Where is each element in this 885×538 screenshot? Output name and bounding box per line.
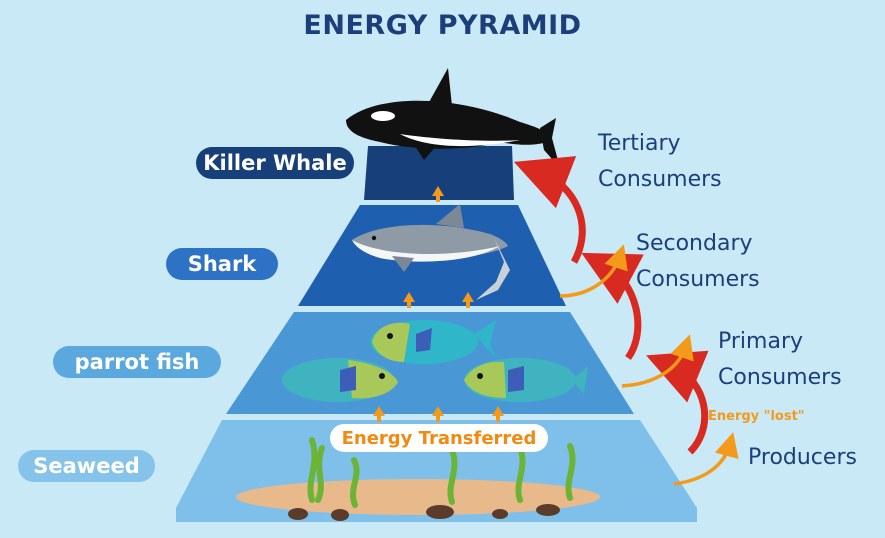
energy-lost-arcs — [559, 244, 739, 486]
pyramid-tier-top — [364, 146, 514, 200]
seaweed-label: Seaweed — [18, 450, 155, 482]
tertiary-line-1: Tertiary — [598, 131, 681, 156]
energy-transfer-arcs — [513, 156, 709, 455]
energy-lost-label: Energy "lost" — [708, 409, 805, 424]
rocks — [288, 504, 560, 521]
primary-line-1: Primary — [718, 329, 804, 354]
parrot-fish-left — [282, 358, 398, 402]
energy-flow-arrows — [373, 186, 504, 422]
diagram-title: ENERGY PYRAMID — [303, 10, 582, 41]
secondary-consumers-label: Secondary Consumers — [636, 226, 760, 298]
tertiary-line-2: Consumers — [598, 167, 722, 192]
primary-line-2: Consumers — [718, 365, 842, 390]
sea-floor — [236, 479, 600, 515]
tertiary-consumers-label: Tertiary Consumers — [598, 126, 722, 198]
shark-icon — [352, 204, 510, 300]
producers-label: Producers — [748, 445, 857, 470]
energy-transferred-label: Energy Transferred — [330, 424, 548, 452]
primary-consumers-label: Primary Consumers — [718, 324, 842, 396]
parrot-fish-top — [370, 320, 496, 364]
killer-whale-icon — [346, 68, 560, 168]
killer-whale-label: Killer Whale — [196, 147, 354, 179]
parrot-fish-label: parrot fish — [53, 346, 221, 378]
seaweed-plants — [307, 437, 576, 508]
shark-label: Shark — [166, 248, 278, 280]
secondary-line-1: Secondary — [636, 231, 753, 256]
secondary-line-2: Consumers — [636, 267, 760, 292]
parrot-fish-right — [464, 358, 588, 402]
